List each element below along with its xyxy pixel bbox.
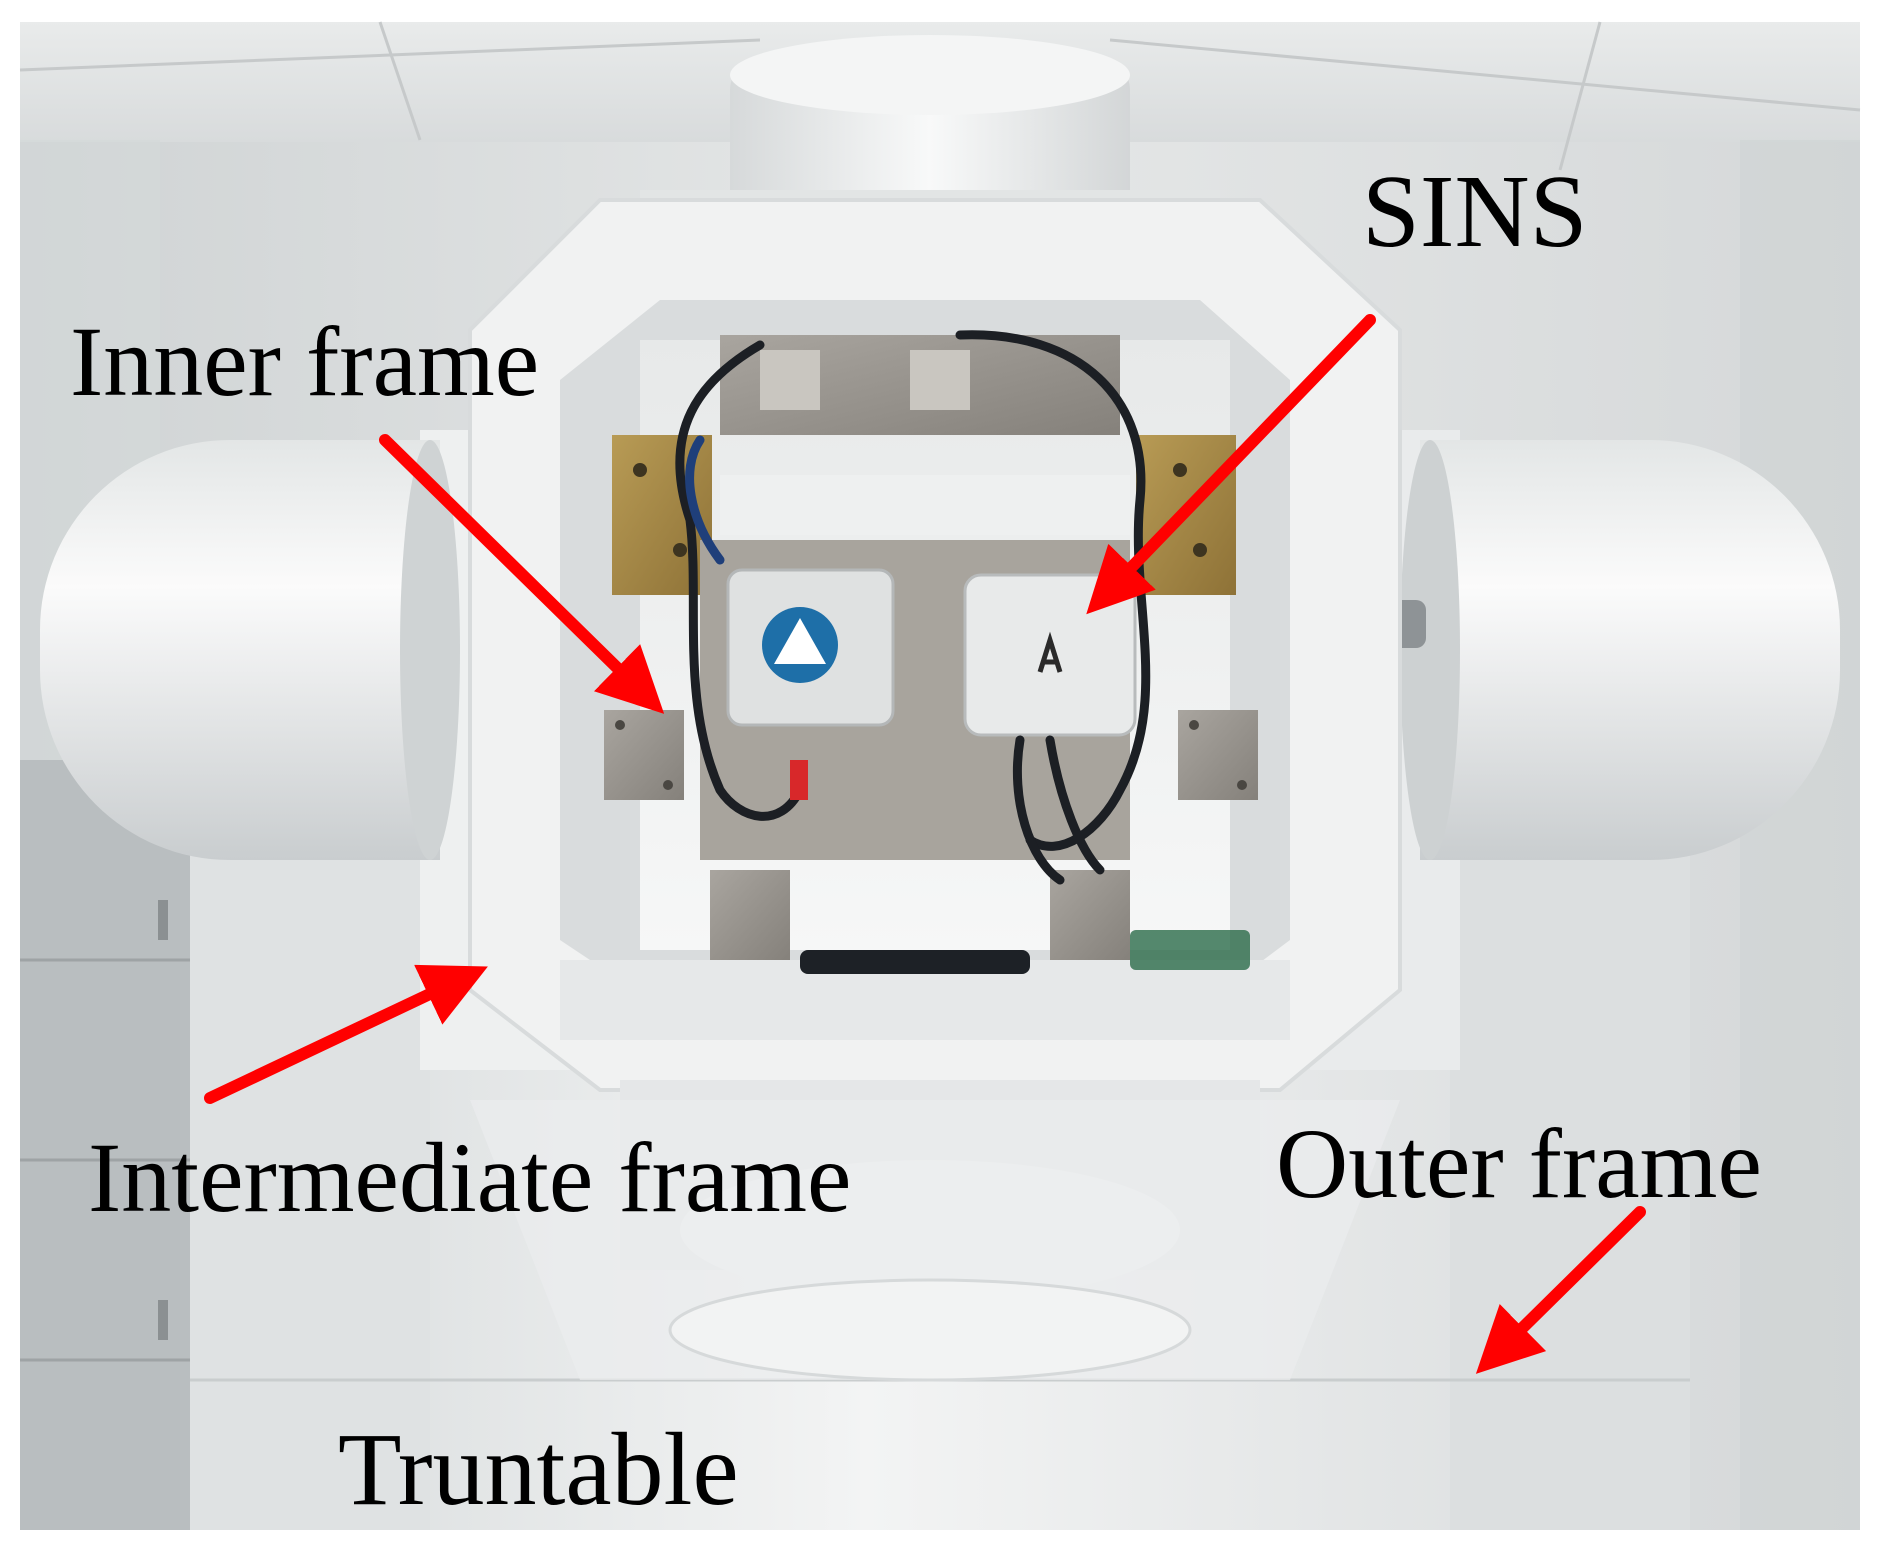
bottom-dome: [470, 1080, 1400, 1382]
arrow-intermediate-frame: [204, 964, 488, 1104]
arrow-sins: [1086, 314, 1376, 615]
cabinet: [20, 760, 190, 1530]
arrow-outer-frame: [1475, 1206, 1646, 1374]
arrow-inner-frame: [379, 434, 665, 714]
label-inner-frame: Inner frame: [70, 306, 540, 417]
inner-frame: [604, 330, 1258, 974]
right-axis-cylinder: [1332, 440, 1840, 860]
sins-unit: [963, 573, 1137, 737]
left-imu-unit: [726, 568, 895, 727]
label-outer-frame: Outer frame: [1276, 1108, 1762, 1219]
a-logo-icon: [1037, 631, 1063, 673]
label-sins: SINS: [1362, 154, 1588, 269]
label-intermediate-frame: Intermediate frame: [88, 1122, 852, 1233]
left-axis-cylinder: [40, 440, 460, 860]
label-turntable: Truntable: [338, 1412, 739, 1527]
annotation-arrows: [204, 314, 1646, 1374]
